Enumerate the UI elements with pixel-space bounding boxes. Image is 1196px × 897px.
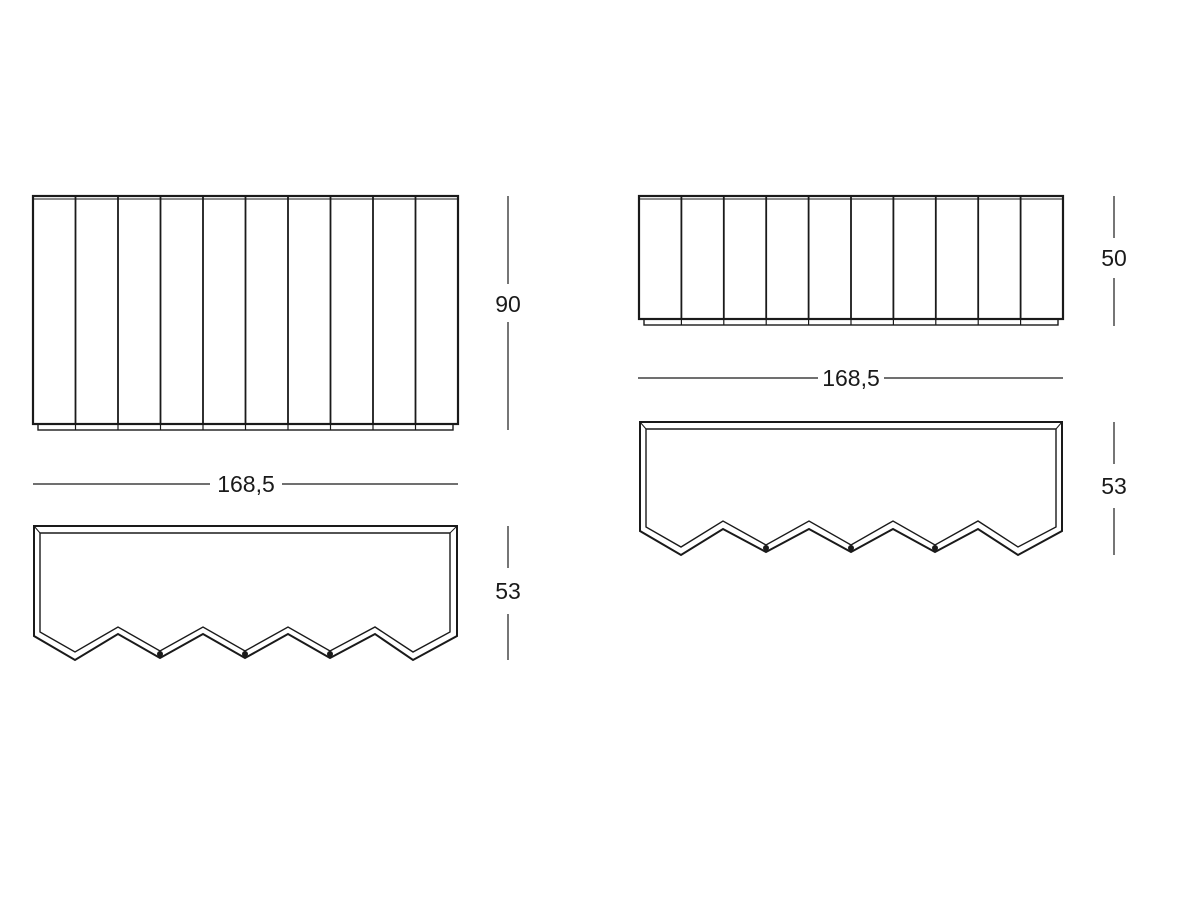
drawing-2: 50 168,5 53 bbox=[637, 194, 1127, 557]
height-label-2: 50 bbox=[1101, 245, 1127, 271]
plan-outer-2 bbox=[639, 421, 1063, 557]
plan-corner-left-2 bbox=[639, 421, 647, 430]
front-elevation-1 bbox=[31, 194, 460, 431]
plan-joint-2a bbox=[763, 545, 769, 551]
depth-label-2: 53 bbox=[1101, 473, 1127, 499]
plan-joint-1b bbox=[242, 651, 248, 657]
drawing-1: 90 168,5 53 bbox=[31, 194, 521, 662]
plan-corner-left-1 bbox=[33, 525, 41, 534]
height-dimension-2: 50 bbox=[1101, 196, 1127, 326]
plan-corner-right-2 bbox=[1055, 421, 1063, 430]
plan-corner-right-1 bbox=[449, 525, 458, 534]
width-dimension-2: 168,5 bbox=[638, 365, 1063, 391]
plinth-ticks-1 bbox=[74, 424, 417, 430]
plan-joint-1c bbox=[327, 651, 333, 657]
height-dimension-1: 90 bbox=[495, 196, 521, 430]
plinth-ticks-2 bbox=[680, 319, 1022, 325]
depth-dimension-1: 53 bbox=[495, 526, 521, 660]
panel-dividers-1 bbox=[74, 196, 417, 424]
width-label-1: 168,5 bbox=[217, 471, 275, 497]
panel-dividers-2 bbox=[680, 196, 1022, 319]
plan-inner-1 bbox=[39, 532, 451, 653]
width-dimension-1: 168,5 bbox=[33, 471, 458, 497]
front-elevation-2 bbox=[637, 194, 1065, 326]
depth-label-1: 53 bbox=[495, 578, 521, 604]
plan-view-2 bbox=[639, 421, 1063, 557]
plan-outer-1 bbox=[33, 525, 458, 662]
depth-dimension-2: 53 bbox=[1101, 422, 1127, 555]
plan-view-1 bbox=[33, 525, 458, 662]
height-label-1: 90 bbox=[495, 291, 521, 317]
plan-joint-2b bbox=[848, 545, 854, 551]
width-label-2: 168,5 bbox=[822, 365, 880, 391]
plan-joint-1a bbox=[157, 651, 163, 657]
plan-inner-2 bbox=[645, 428, 1057, 548]
plan-joint-2c bbox=[932, 545, 938, 551]
